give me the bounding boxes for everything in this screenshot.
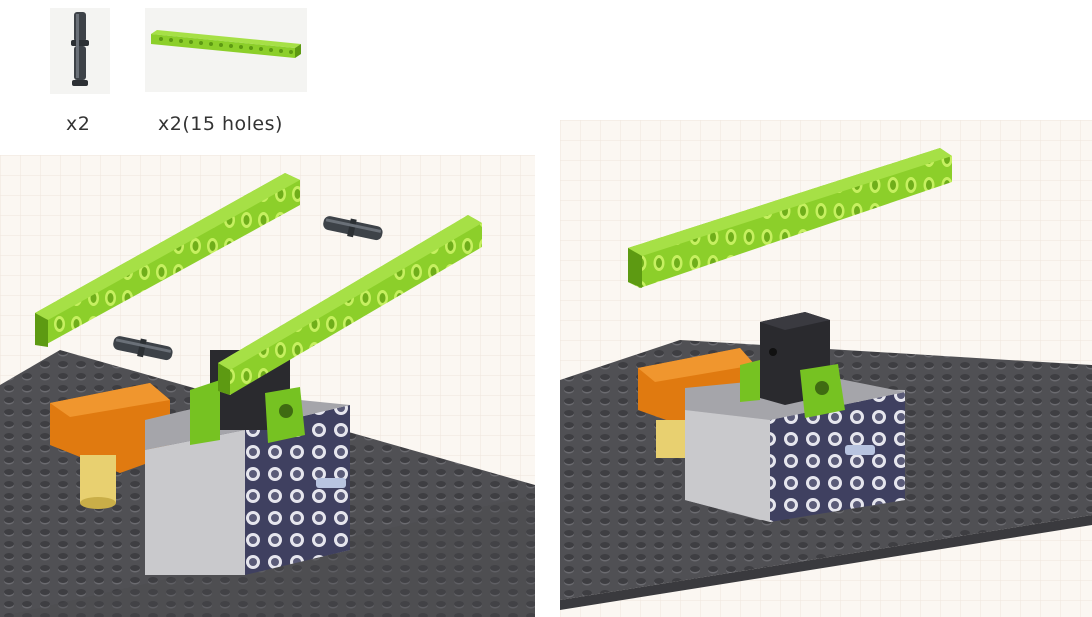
technic-beam-icon <box>151 30 301 58</box>
exploded-view-scene <box>0 155 535 617</box>
beam-quantity: x2(15 holes) <box>158 113 283 135</box>
assembled-assembly-illustration <box>560 120 1092 617</box>
connector-pin-icon <box>71 12 89 86</box>
assembled-view-scene <box>560 120 1092 617</box>
beam-thumbnail <box>145 8 307 92</box>
pin-thumbnail <box>50 8 110 94</box>
exploded-assembly-illustration <box>0 155 535 617</box>
pin-quantity: x2 <box>66 113 91 135</box>
